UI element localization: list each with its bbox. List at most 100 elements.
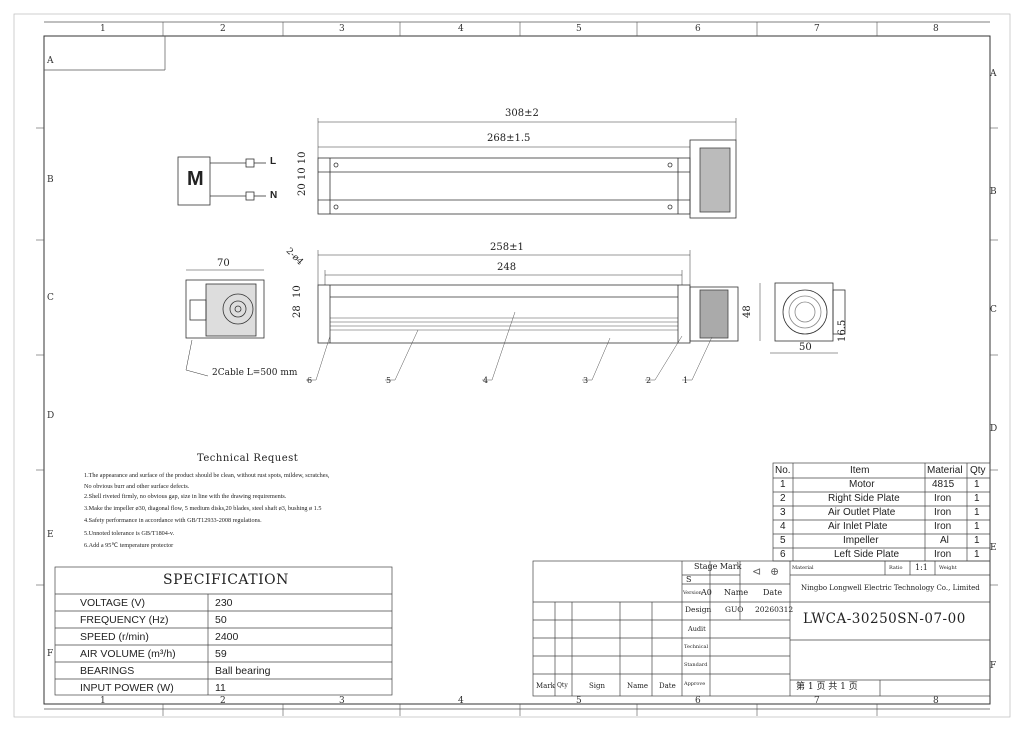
zone-row-e: E	[47, 530, 54, 540]
spec-value-input-power: 11	[215, 682, 226, 694]
technical-request-line: 5.Unnoted tolerance is GB/T1804-v.	[84, 530, 175, 537]
zone-col-8-bottom: 8	[933, 696, 939, 706]
dim-body-length: 268±1.5	[487, 133, 531, 144]
spec-table	[54, 566, 393, 696]
bom-header-no: No.	[775, 465, 791, 476]
spec-value-air-volume: 59	[215, 648, 227, 660]
spec-value-voltage: 230	[215, 597, 233, 609]
dim-height-total: 28	[292, 305, 303, 318]
top-view	[317, 118, 737, 219]
spec-label-speed: SPEED (r/min)	[80, 631, 149, 643]
zone-col-6-bottom: 6	[695, 696, 701, 706]
callout-4: 4	[483, 376, 489, 385]
line-label: L	[270, 156, 277, 167]
zone-row-c-right: C	[990, 305, 997, 315]
bom-cell: Air Inlet Plate	[828, 521, 888, 532]
bom-cell: Right Side Plate	[828, 493, 900, 504]
technical-request-line: No obvious burr and other surface defect…	[84, 483, 190, 490]
bom-header-material: Material	[927, 465, 963, 476]
technical-request-line: 4.Safety performance in accordance with …	[84, 517, 262, 524]
bom-cell: 5	[780, 535, 786, 546]
bom-cell: 1	[974, 479, 980, 490]
sign-column-label: Sign	[589, 682, 606, 690]
bom-cell: Impeller	[843, 535, 879, 546]
audit-label: Audit	[688, 625, 706, 633]
ratio-value: 1:1	[915, 563, 928, 572]
outlet-view	[759, 282, 846, 354]
date-bottom-label: Date	[659, 682, 676, 690]
dim-front-length: 258±1	[490, 242, 524, 253]
name-column-label: Name	[724, 588, 749, 597]
zone-row-b-right: B	[990, 187, 997, 197]
technical-request-line: 2.Shell riveted firmly, no obvious gap, …	[84, 493, 287, 500]
zone-row-b: B	[47, 175, 54, 185]
zone-row-f: F	[47, 649, 54, 659]
zone-col-1-bottom: 1	[100, 696, 106, 706]
technical-request-line: 1.The appearance and surface of the prod…	[84, 472, 330, 479]
dim-cable: 2Cable L=500 mm	[212, 368, 298, 378]
company-name: Ningbo Longwell Electric Technology Co.,…	[801, 584, 980, 592]
callout-2: 2	[646, 376, 652, 385]
dim-outlet-width: 50	[799, 342, 812, 353]
spec-label-bearings: BEARINGS	[80, 665, 135, 677]
bom-cell: Al	[940, 535, 949, 546]
bom-cell: 1	[780, 479, 786, 490]
spec-title: SPECIFICATION	[163, 572, 289, 588]
approve-label: Approve	[684, 681, 706, 687]
bom-header-qty: Qty	[970, 465, 986, 476]
drawing-number: LWCA-30250SN-07-00	[803, 611, 966, 627]
dim-side-top: 20 10 10	[297, 151, 308, 196]
bom-cell: Iron	[934, 507, 952, 518]
zone-row-d: D	[47, 411, 55, 421]
bom-cell: Iron	[934, 493, 952, 504]
standard-label: Standard	[684, 662, 708, 668]
spec-value-bearings: Ball bearing	[215, 665, 271, 677]
zone-col-4: 4	[458, 24, 464, 34]
zone-col-3: 3	[339, 24, 345, 34]
zone-row-e-right: E	[990, 543, 997, 553]
zone-col-7-bottom: 7	[814, 696, 820, 706]
bom-cell: 1	[974, 493, 980, 504]
date-column-label: Date	[763, 588, 783, 597]
zone-col-5-bottom: 5	[576, 696, 582, 706]
qty-column-label: Qty	[557, 682, 568, 689]
zone-col-5: 5	[576, 24, 582, 34]
motor-symbol-label: M	[187, 168, 204, 190]
bom-cell: 4	[780, 521, 786, 532]
zone-col-4-bottom: 4	[458, 696, 464, 706]
bom-cell: Iron	[934, 549, 952, 560]
callout-5: 5	[386, 376, 392, 385]
left-end-view	[185, 269, 265, 377]
bom-cell: 1	[974, 507, 980, 518]
zone-col-6: 6	[695, 24, 701, 34]
dim-end-width: 70	[217, 258, 230, 269]
technical-request-line: 3.Make the impeller ø30, diagonal flow, …	[84, 505, 322, 512]
technical-request-title: Technical Request	[197, 453, 299, 464]
zone-col-3-bottom: 3	[339, 696, 345, 706]
mark-column-label: Mark	[536, 682, 555, 690]
projection-cone-icon: ⊲	[752, 565, 762, 578]
ratio-label: Ratio	[889, 565, 903, 571]
zone-col-2: 2	[220, 24, 226, 34]
page-info: 第 1 页 共 1 页	[796, 682, 858, 692]
designer-name: GUO	[725, 605, 744, 614]
zone-row-c: C	[47, 293, 54, 303]
technical-request-line: 6.Add a 95℃ temperature protector	[84, 542, 174, 549]
design-label: Design	[685, 605, 712, 614]
dim-height-top: 10	[292, 285, 303, 298]
bom-cell: 2	[780, 493, 786, 504]
bom-cell: 1	[974, 535, 980, 546]
zone-row-a: A	[47, 56, 54, 66]
name-bottom-label: Name	[627, 682, 649, 690]
dim-outlet-height: 48	[742, 305, 753, 318]
spec-label-air-volume: AIR VOLUME (m³/h)	[80, 648, 176, 660]
callout-1: 1	[683, 376, 689, 385]
bom-cell: 4815	[932, 479, 955, 490]
projection-circle-icon: ⊕	[770, 565, 780, 578]
front-view	[317, 250, 739, 344]
bom-header-item: Item	[850, 465, 870, 476]
material-label: Material	[792, 565, 814, 571]
stage-s-label: S	[686, 575, 692, 584]
zone-col-2-bottom: 2	[220, 696, 226, 706]
spec-value-frequency: 50	[215, 614, 227, 626]
